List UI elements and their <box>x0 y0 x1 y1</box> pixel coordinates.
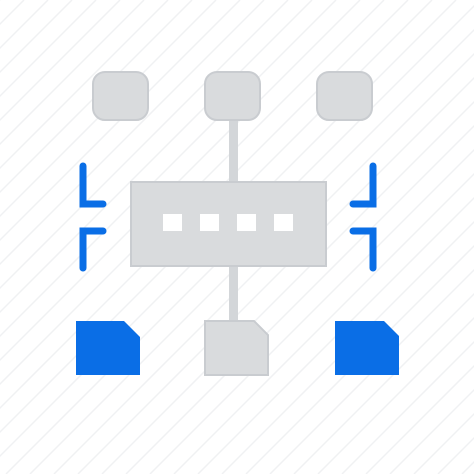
watermark-stripe <box>0 0 97 98</box>
top-node-right-icon <box>316 71 373 121</box>
watermark-stripe <box>0 0 145 146</box>
watermark-stripe <box>0 0 121 122</box>
right-bracket-icon <box>349 162 377 272</box>
watermark-stripe <box>0 0 361 362</box>
watermark-stripe <box>413 412 474 474</box>
watermark-stripe <box>197 196 474 474</box>
watermark-stripe <box>0 0 241 242</box>
hub-body <box>130 181 327 267</box>
watermark-stripe <box>245 244 474 474</box>
left-bracket-lower <box>79 227 107 272</box>
watermark-stripe <box>173 172 474 474</box>
watermark-stripe <box>365 364 474 474</box>
watermark-stripe <box>0 0 265 266</box>
watermark-stripe <box>221 220 474 474</box>
watermark-stripe <box>101 100 474 474</box>
connector-top-line <box>229 116 238 182</box>
watermark-stripe <box>149 148 474 474</box>
watermark-stripe <box>0 0 73 74</box>
top-node-center-icon <box>204 71 261 121</box>
document-center-gray-icon <box>204 320 269 376</box>
watermark-stripe <box>461 460 474 474</box>
hub-port-4 <box>274 214 293 231</box>
document-right-blue-icon <box>335 321 399 375</box>
watermark-stripe <box>0 0 169 170</box>
hub-port-1 <box>163 214 182 231</box>
hub-port-2 <box>200 214 219 231</box>
hub-device-icon <box>130 181 327 267</box>
right-bracket-lower <box>349 227 377 272</box>
connector-bottom-line <box>229 264 238 322</box>
left-bracket-upper <box>79 162 107 208</box>
top-node-left-icon <box>92 71 149 121</box>
hub-port-3 <box>237 214 256 231</box>
watermark-stripe <box>389 388 474 474</box>
watermark-stripe <box>269 268 474 474</box>
document-left-blue-icon <box>76 321 140 375</box>
watermark-stripe <box>293 292 474 474</box>
watermark-stripe <box>317 316 474 474</box>
left-bracket-icon <box>79 162 107 272</box>
right-bracket-upper <box>349 162 377 208</box>
watermark-stripe <box>125 124 474 474</box>
watermark-stripe <box>341 340 474 474</box>
